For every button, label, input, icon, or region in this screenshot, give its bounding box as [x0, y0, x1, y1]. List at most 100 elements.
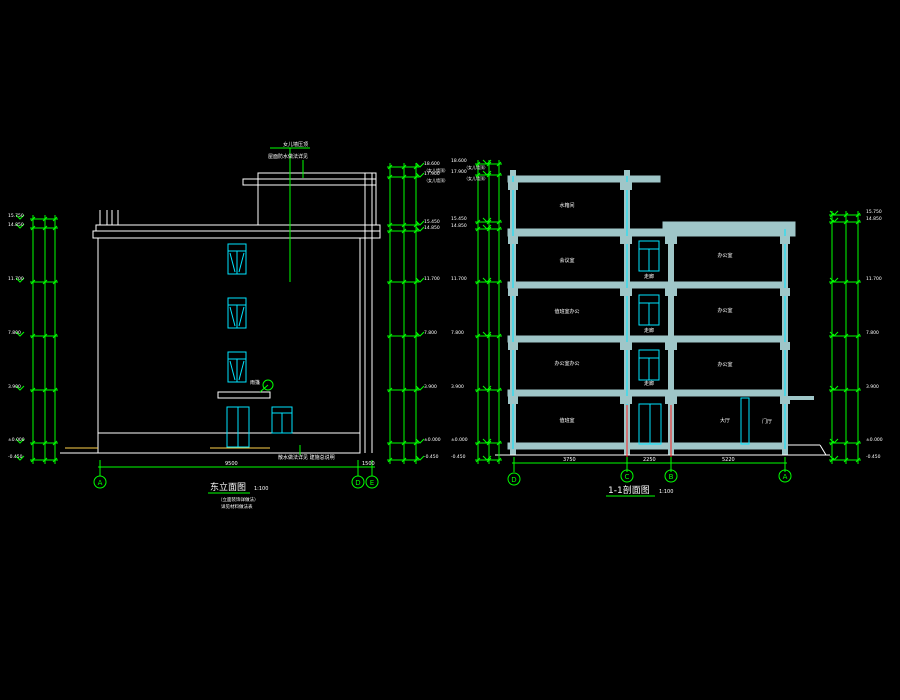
elevation-mark-label: 17.900 [424, 171, 440, 177]
room-label: 办公室 [717, 252, 732, 259]
elevation-leaders [259, 147, 310, 455]
section-ground [495, 444, 830, 456]
elevation-mark-label: 18.600 [451, 158, 467, 164]
elevation-right-bottom-dim: 1500 [362, 461, 375, 467]
axis-label: B [669, 473, 674, 481]
slab-floor-3 [507, 335, 788, 343]
elevation-scale: 1:100 [254, 486, 268, 492]
entrance-canopy [217, 391, 271, 399]
elevation-mark-label: ±0.000 [451, 437, 468, 443]
room-label: 值班室办公 [554, 308, 579, 315]
east-elevation [60, 172, 381, 454]
elevation-mark-label: 14.850 [451, 223, 467, 229]
section-bottom-dim: 2250 [643, 457, 656, 463]
elevation-window-small [271, 406, 293, 434]
axis-label: D [355, 479, 360, 487]
elevation-entrance [217, 379, 274, 448]
section-bottom-dim: 5220 [722, 457, 735, 463]
elevation-mark-tag: （女儿墙顶） [424, 167, 448, 173]
elevation-mark-label: 15.750 [8, 213, 24, 219]
elevation-axis-dimension [98, 460, 375, 476]
room-label: 办公室 [717, 307, 732, 314]
section-windows [638, 240, 660, 381]
room-label: 大厅 [720, 417, 730, 424]
section-bottom-dim: 3750 [563, 457, 576, 463]
elevation-mark-label: 15.450 [424, 219, 440, 225]
room-label: 走廊 [644, 380, 654, 387]
elevation-mark-label: 3.900 [424, 384, 437, 390]
elevation-entrance-note: 雨篷 [250, 379, 260, 386]
elevation-mark-label: 7.800 [451, 330, 464, 336]
slab-roof [507, 228, 796, 237]
axis-bubble [351, 475, 365, 489]
elevation-mark-label: 14.850 [8, 222, 24, 228]
elevation-mark-label: 15.450 [451, 216, 467, 222]
room-label: 水箱间 [559, 202, 574, 209]
room-label: 会议室 [559, 257, 574, 264]
elevation-mark-label: 3.900 [866, 384, 879, 390]
elevation-mark-label: -0.450 [451, 454, 466, 460]
axis-bubble [620, 469, 634, 483]
section-door-tag: 门厅 [762, 418, 772, 425]
elevation-bottom-dim: 9500 [225, 461, 238, 467]
elevation-mark-tag: （女儿墙顶） [424, 177, 448, 183]
section-title: 1-1剖面图 [608, 484, 650, 496]
elevation-mark-label: ±0.000 [8, 437, 25, 443]
elevation-mark-label: 11.700 [451, 276, 467, 282]
elevation-tower-cornice [242, 178, 377, 186]
room-label: 值班室 [559, 417, 574, 424]
elevation-mark-label: -0.450 [424, 454, 439, 460]
entrance-callout-circle [262, 379, 274, 391]
axis-label: A [98, 479, 103, 487]
section-column-right [740, 397, 750, 445]
elevation-mark-label: 3.900 [451, 384, 464, 390]
elevation-note-2: 详见材料做法表 [221, 503, 253, 510]
elevation-mark-label: 11.700 [866, 276, 882, 282]
elevation-axis-bubbles: A D E [93, 475, 379, 489]
elevation-mark-label: 17.900 [451, 169, 467, 175]
slab-floor-2 [507, 389, 788, 397]
section-axis-bubbles: D C B A [507, 469, 792, 486]
slab-floor-4 [507, 281, 788, 289]
axis-bubble [93, 475, 107, 489]
elevation-window [227, 351, 247, 383]
elevation-mark-label: 14.850 [424, 225, 440, 231]
elevation-mark-label: -0.450 [8, 454, 23, 460]
room-label: 走廊 [644, 327, 654, 334]
elevation-note-1: （立面装饰详做法） [218, 496, 259, 503]
axis-label: C [625, 473, 630, 481]
elevation-window [227, 297, 247, 329]
room-label: 走廊 [644, 273, 654, 280]
section-1-1 [495, 170, 830, 470]
slab-canopy [662, 221, 796, 229]
axis-label: A [783, 473, 788, 481]
axis-label: E [370, 479, 374, 487]
elevation-left-dimension-chain: 15.750 14.850 11.700 7.800 3.900 ±0.000 -0.450 [8, 213, 58, 464]
elevation-windows [227, 243, 293, 434]
section-right-canopy [786, 396, 814, 400]
room-label: 办公室办公 [554, 360, 579, 367]
elevation-roof-callout: 女儿墙压顶 [283, 141, 308, 148]
elevation-mark-label: 7.800 [424, 330, 437, 336]
elevation-mark-tag: （女儿墙顶） [464, 175, 488, 181]
axis-bubble [365, 475, 379, 489]
elevation-mark-label: ±0.000 [866, 437, 883, 443]
slab-roof-tower [507, 175, 661, 183]
elevation-mark-label: 11.700 [424, 276, 440, 282]
section-scale: 1:100 [659, 489, 673, 495]
elevation-mark-tag: （女儿墙顶） [464, 164, 488, 170]
elevation-mark-label: 3.900 [8, 384, 21, 390]
elevation-mark-label: -0.450 [866, 454, 881, 460]
elevation-mark-label: 11.700 [8, 276, 24, 282]
section-window [638, 240, 660, 272]
elevation-mark-label: 15.750 [866, 209, 882, 215]
section-window [638, 294, 660, 326]
elevation-mark-label: 18.600 [424, 161, 440, 167]
elevation-mark-label: 14.850 [866, 216, 882, 222]
elevation-mark-label: 7.800 [8, 330, 21, 336]
section-window [638, 349, 660, 381]
axis-label: D [511, 476, 516, 484]
